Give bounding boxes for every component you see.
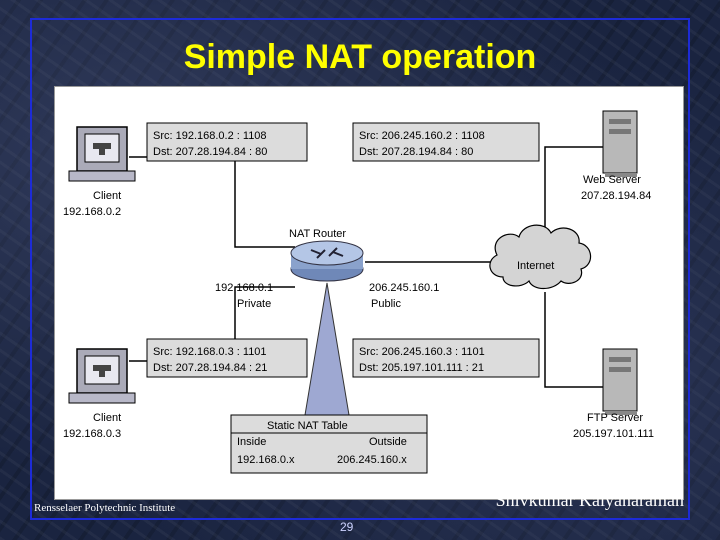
packet-dst-text: Dst: 207.28.194.84 : 80	[153, 146, 267, 158]
nat-table-title: Static NAT Table	[267, 420, 348, 432]
slide-title: Simple NAT operation	[183, 38, 537, 76]
client1-ip: 192.168.0.2	[63, 206, 121, 218]
line-internet-webserver	[544, 146, 603, 227]
packet-dst-text: Dst: 207.28.194.84 : 21	[153, 362, 267, 374]
packet-src-text: Src: 192.168.0.2 : 1108	[153, 130, 267, 142]
packet-dst-text: Dst: 207.28.194.84 : 80	[359, 146, 473, 158]
footer-institution: Rensselaer Polytechnic Institute	[34, 502, 176, 514]
client1-computer-icon	[68, 126, 136, 182]
nat-table-col-inside: Inside	[237, 436, 266, 448]
packet-box-bottom-right: Src: 206.245.160.3 : 1101 Dst: 205.197.1…	[352, 338, 540, 378]
diagram-panel: Client 192.168.0.2 Client 192.168.0.3 Sr…	[54, 86, 684, 500]
page-number: 29	[340, 520, 354, 534]
packet-src-text: Src: 206.245.160.3 : 1101	[359, 346, 485, 358]
footer-author: Shivkumar Kalyanaraman	[495, 490, 684, 510]
packet-box-top-left: Src: 192.168.0.2 : 1108 Dst: 207.28.194.…	[146, 122, 308, 162]
router-private-ip: 192.168.0.1	[215, 282, 273, 294]
client2-computer-icon	[68, 348, 136, 404]
nat-table-outside-value: 206.245.160.x	[337, 454, 407, 466]
packet-box-bottom-left: Src: 192.168.0.3 : 1101 Dst: 207.28.194.…	[146, 338, 308, 378]
ftp-server-label: FTP Server	[587, 412, 643, 424]
client2-label: Client	[93, 412, 121, 424]
router-label: NAT Router	[289, 228, 346, 240]
ftp-server-icon	[602, 348, 638, 415]
static-nat-table: Static NAT Table Inside Outside 192.168.…	[230, 414, 428, 474]
internet-cloud-icon	[489, 224, 592, 290]
packet-box-top-right: Src: 206.245.160.2 : 1108 Dst: 207.28.19…	[352, 122, 540, 162]
web-server-icon	[602, 110, 638, 177]
nat-router-icon	[290, 240, 364, 282]
internet-label: Internet	[517, 260, 554, 272]
nat-diagram: Client 192.168.0.2 Client 192.168.0.3 Sr…	[63, 110, 654, 474]
line-client1-router	[129, 156, 295, 248]
client1-label: Client	[93, 190, 121, 202]
nat-table-pointer	[304, 282, 350, 416]
ftp-server-ip: 205.197.101.111	[573, 428, 654, 440]
router-public-ip: 206.245.160.1	[369, 282, 439, 294]
nat-table-inside-value: 192.168.0.x	[237, 454, 295, 466]
slide-frame	[30, 18, 690, 520]
nat-table-col-outside: Outside	[369, 436, 407, 448]
packet-dst-text: Dst: 205.197.101.111 : 21	[359, 362, 484, 374]
router-private-label: Private	[237, 298, 271, 310]
web-server-label: Web Server	[583, 174, 641, 186]
packet-src-text: Src: 192.168.0.3 : 1101	[153, 346, 267, 358]
web-server-ip: 207.28.194.84	[581, 190, 651, 202]
line-internet-ftpserver	[544, 292, 603, 388]
client2-ip: 192.168.0.3	[63, 428, 121, 440]
router-public-label: Public	[371, 298, 401, 310]
packet-src-text: Src: 206.245.160.2 : 1108	[359, 130, 485, 142]
